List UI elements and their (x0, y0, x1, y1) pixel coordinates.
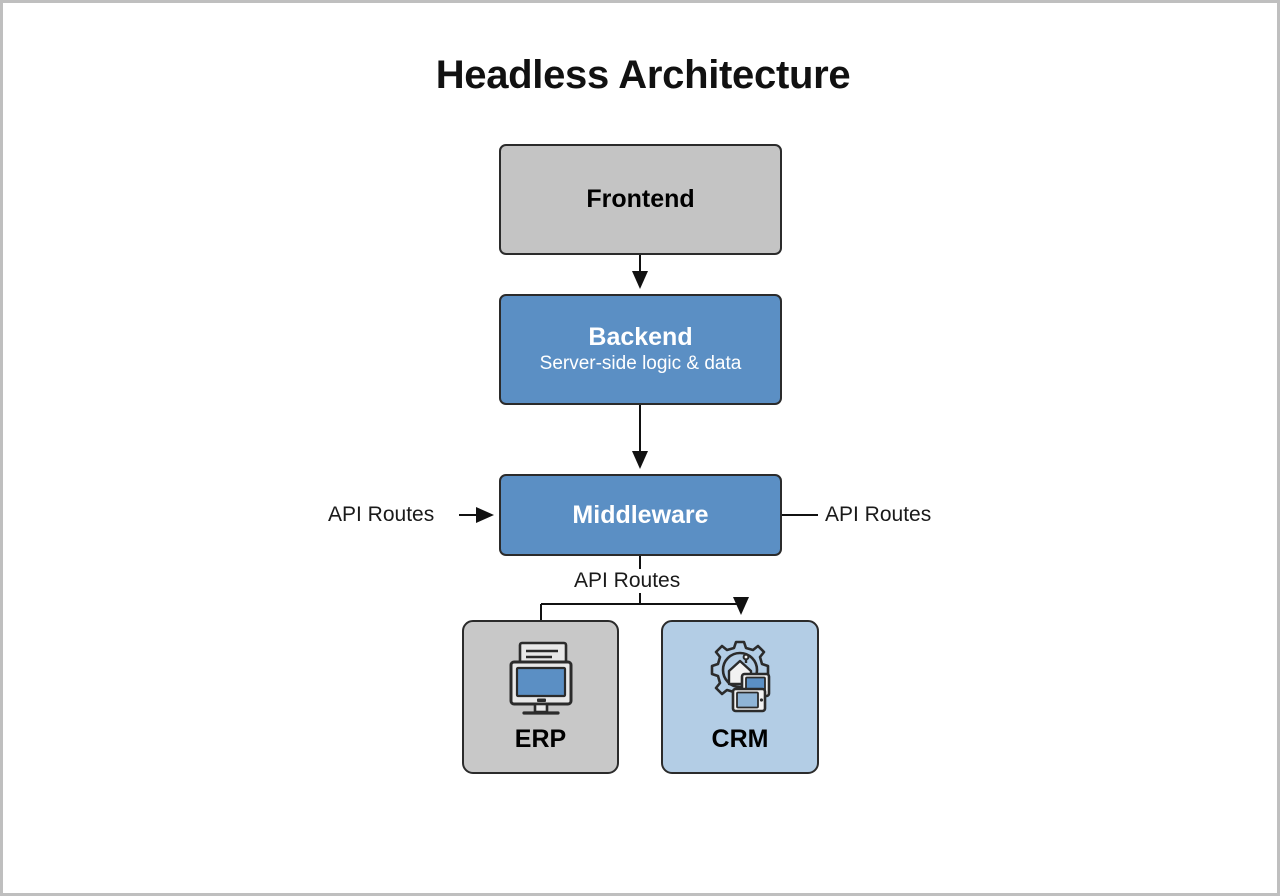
edge-label-api-routes-left: API Routes (328, 503, 435, 526)
connector-middleware-to-branch (541, 556, 741, 605)
edge-label-api-routes-right: API Routes (825, 503, 932, 526)
gear-home-devices-icon (710, 640, 771, 713)
node-backend-subtitle: Server-side logic & data (539, 353, 742, 375)
node-middleware-label: Middleware (572, 500, 709, 529)
node-frontend[interactable]: Frontend (499, 144, 782, 255)
connector-layer (459, 255, 818, 620)
desktop-monitor-document-icon (509, 641, 572, 715)
node-frontend-label: Frontend (586, 185, 695, 214)
edge-label-api-routes-bottom: API Routes (574, 569, 681, 592)
node-erp-label: ERP (514, 725, 567, 753)
node-crm-label: CRM (711, 725, 769, 753)
node-backend-label: Backend (588, 322, 693, 351)
node-erp[interactable]: ERP (462, 620, 619, 774)
page-title: Headless Architecture (435, 53, 851, 97)
node-backend[interactable]: Backend Server-side logic & data (499, 294, 782, 405)
node-crm[interactable]: CRM (661, 620, 819, 774)
node-middleware[interactable]: Middleware (499, 474, 782, 556)
